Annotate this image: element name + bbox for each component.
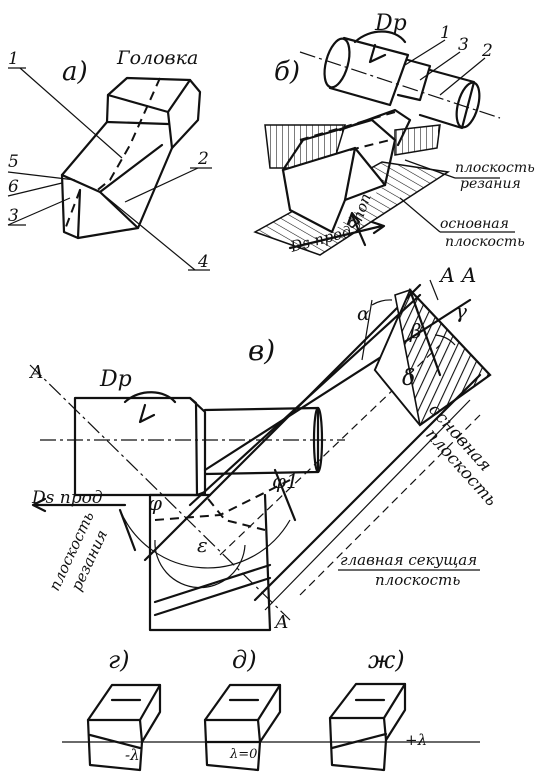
panel-b: б) Dр [253,11,535,256]
head-label: Головка [116,47,198,69]
rotation-label-b: Dр [374,11,407,36]
panel-v-letter: в) [248,334,275,367]
angle-phi1-label: φ1 [272,469,299,493]
main-section-label-1: главная секущая [340,551,477,569]
feed-label-v: Ds прод [31,488,103,508]
lambda-label-d: λ=0 [229,747,257,762]
part-label-b-3: 3 [458,35,469,55]
cutter-v [148,470,291,632]
angle-beta-label: β [409,319,422,343]
rotation-label-v: Dр [99,367,132,392]
panel-b-letter: б) [274,57,300,87]
angle-delta-label: δ [402,366,415,391]
feed-arrows-b [288,211,386,250]
rotation-arrow-b: Dр [353,11,407,64]
panel-d-letter: д) [232,646,257,674]
section-line-aa: А А [28,362,291,633]
angle-phi-label: φ [148,491,162,515]
cutting-plane-label-b-2: резания [460,176,521,192]
section-title: А А [438,263,477,287]
section-view-aa: α β γ δ [357,279,492,427]
section-mark-top: А [28,362,44,383]
base-plane-label-b-2: плоскость [445,234,525,250]
angle-arcs-v: φ φ1 ε [118,468,299,589]
angle-epsilon-label: ε [197,533,208,557]
cutting-plane-label-b-1: плоскость [455,160,535,176]
panel-g-letter: г) [108,646,130,674]
lambda-label-g: -λ [125,746,140,764]
part-label-a-2: 2 [197,149,209,169]
holder-v [40,396,345,497]
tool-a-drawing [60,76,202,240]
base-plane-label-b-1: основная [440,216,509,232]
angle-alpha-label: α [357,303,370,325]
panel-a: а) Головка 1 2 3 4 5 6 [7,47,212,272]
main-section-label-2: плоскость [375,571,460,589]
tool-b-drawing [281,108,412,234]
panel-g: г) -λ [86,646,162,772]
feed-arrow-v: Ds прод [31,488,127,513]
part-label-a-3: 3 [8,206,19,226]
section-mark-bottom: А [273,612,289,633]
panel-zh-letter: ж) [368,646,405,674]
part-leaders-b [399,39,515,233]
part-label-a-4: 4 [197,252,209,272]
panel-zh: ж) +λ [328,646,427,772]
panel-v: в) А А А А Dр [28,263,501,633]
part-label-a-5: 5 [8,152,19,172]
part-label-a-6: 6 [8,177,19,197]
part-label-b-2: 2 [481,41,493,61]
workpiece-b [299,36,501,130]
lambda-label-zh: +λ [405,731,427,749]
rotation-arrow-v: Dр [99,367,177,424]
part-label-a-1: 1 [8,49,19,69]
angle-gamma-label: γ [455,299,467,323]
part-leaders-a [7,67,212,271]
panel-d: д) λ=0 [203,646,282,772]
panel-a-letter: а) [62,57,88,87]
part-label-b-1: 1 [440,23,451,43]
